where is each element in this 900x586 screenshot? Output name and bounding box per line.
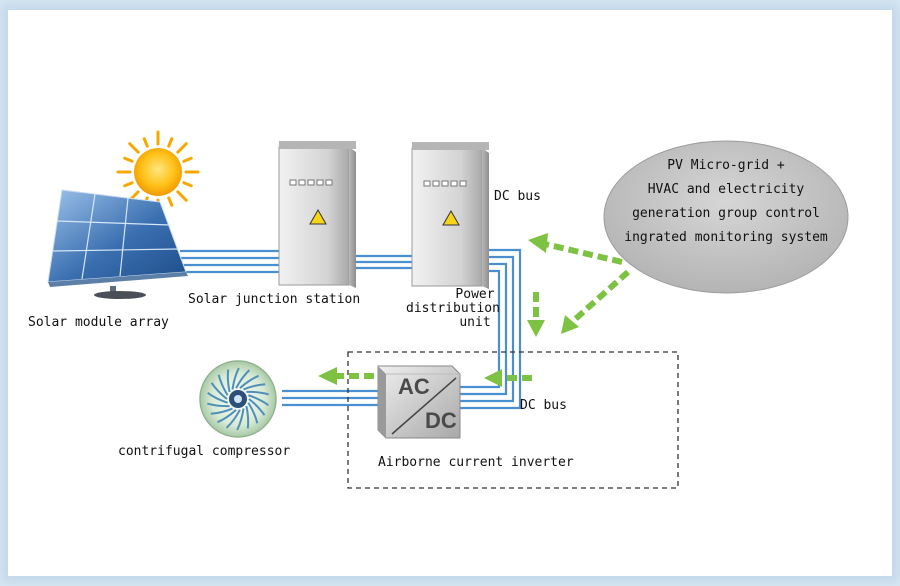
- fan-blade: [210, 407, 233, 415]
- distribution-cabinet: [411, 142, 489, 289]
- fan-blade: [225, 409, 241, 429]
- fan-blade: [231, 367, 240, 390]
- indicator-lights: [423, 180, 467, 187]
- junction-station-cabinet: [278, 141, 356, 288]
- sun-ray: [182, 181, 193, 188]
- control-arrowheads: [318, 233, 579, 387]
- junction-station-label: Solar junction station: [188, 292, 361, 307]
- sun-ray: [176, 142, 188, 154]
- sun-ray: [123, 181, 134, 188]
- sun-ray: [123, 156, 134, 163]
- fan-blade: [248, 398, 266, 416]
- fan-blade: [239, 374, 259, 389]
- fan-blade: [243, 383, 266, 391]
- fan-blade: [246, 390, 269, 396]
- diagram-frame: [8, 10, 892, 576]
- power-distribution-line-3: unit: [459, 315, 491, 330]
- sun-ray: [167, 196, 174, 207]
- compressor-label: contrifugal compressor: [118, 444, 291, 459]
- monitoring-system-text: PV Micro-grid + HVAC and electricity gen…: [606, 154, 846, 250]
- fan-blade: [248, 394, 269, 406]
- fan-blade: [207, 402, 230, 408]
- fan-blade: [217, 374, 229, 396]
- inverter-label: Airborne current inverter: [378, 455, 574, 470]
- arrowhead-distribution: [528, 233, 548, 253]
- inverter-box: [377, 365, 461, 439]
- monitoring-line-3: generation group control: [632, 206, 820, 221]
- fan-blade: [235, 369, 251, 389]
- indicator-lights: [289, 179, 333, 186]
- fan-blade: [245, 405, 250, 429]
- inverter-ac-label: AC: [398, 374, 430, 399]
- fan-blade: [236, 408, 245, 431]
- sun-ray: [167, 137, 174, 148]
- fan-blade: [210, 382, 228, 400]
- sun-ray: [128, 142, 140, 154]
- dc-bus-top-label: DC bus: [494, 189, 541, 204]
- arrowhead-down: [527, 320, 545, 337]
- sun-ray: [176, 190, 188, 202]
- arrowhead-compressor: [318, 367, 337, 385]
- dc-bus-bottom-label: DC bus: [520, 398, 567, 413]
- warning-icon: [309, 208, 327, 225]
- compressor-icon: [199, 360, 277, 438]
- arrow-to-inverter-diagonal: [570, 269, 630, 325]
- monitoring-line-2: HVAC and electricity: [647, 182, 805, 197]
- fan-blade: [247, 402, 259, 424]
- sun-ray: [142, 137, 149, 148]
- dc-cables: [180, 248, 522, 410]
- monitoring-line-1: PV Micro-grid +: [667, 158, 785, 173]
- arrowhead-left-inverter: [484, 369, 502, 387]
- fan-blade: [217, 409, 237, 424]
- control-arrows: [336, 241, 630, 381]
- monitoring-system-ellipse: [603, 140, 849, 294]
- power-distribution-line-1: Power: [455, 287, 495, 302]
- inverter-boundary: [347, 351, 679, 489]
- arrowhead-inverter-diagonal: [561, 315, 579, 334]
- power-distribution-label: Power distribution unit: [398, 288, 508, 330]
- solar-array-label: Solar module array: [28, 315, 169, 330]
- sun-ray: [182, 156, 193, 163]
- monitoring-line-4: ingrated monitoring system: [624, 230, 828, 245]
- fan-blade: [226, 369, 231, 393]
- solar-panel-icon: [47, 189, 188, 299]
- arrow-to-distribution: [544, 241, 623, 265]
- fan-blade: [207, 392, 228, 404]
- warning-icon: [442, 209, 460, 226]
- inverter-dc-label: DC: [425, 408, 457, 433]
- power-distribution-line-2: distribution: [406, 301, 500, 316]
